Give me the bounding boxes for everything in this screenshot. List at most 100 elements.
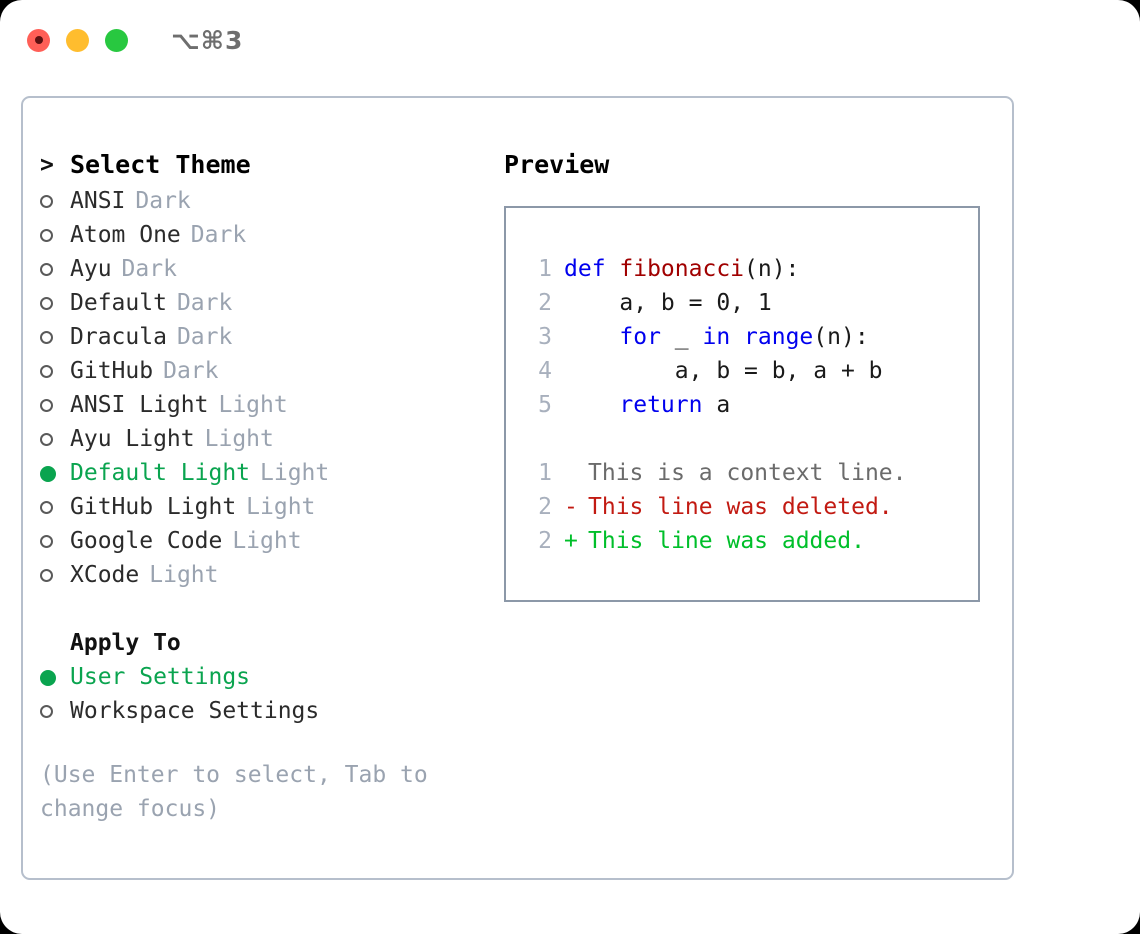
- theme-mode-tag: Light: [218, 392, 288, 418]
- code-line: 3 for _ in range(n):: [506, 320, 978, 354]
- radio-unselected-icon[interactable]: [40, 490, 70, 524]
- theme-mode-tag: Light: [149, 562, 219, 588]
- diff-text-added: +This line was added.: [564, 524, 865, 558]
- theme-mode-tag: Dark: [176, 290, 233, 316]
- radio-selected-icon[interactable]: [40, 456, 70, 490]
- code-token-plain: a, b = 0, 1: [564, 290, 772, 316]
- caret-icon: >: [40, 152, 54, 178]
- line-number: 2: [538, 528, 552, 554]
- code-token-plain: [564, 392, 619, 418]
- keyboard-shortcut-label: ⌥⌘3: [171, 25, 244, 55]
- radio-unselected-icon[interactable]: [40, 286, 70, 320]
- code-token-keyword: in: [702, 324, 731, 350]
- radio-unselected-icon[interactable]: [40, 558, 70, 592]
- radio-unselected-icon[interactable]: [40, 694, 70, 728]
- radio-unselected-icon[interactable]: [40, 184, 70, 218]
- radio-unselected-icon[interactable]: [40, 422, 70, 456]
- code-line: 2 a, b = 0, 1: [506, 286, 978, 320]
- radio-unselected-icon[interactable]: [40, 354, 70, 388]
- radio-selected-icon[interactable]: [40, 660, 70, 694]
- diff-line: 2-This line was deleted.: [506, 490, 978, 524]
- theme-mode-tag: Dark: [121, 256, 177, 282]
- theme-name-label: Google Code: [70, 528, 223, 554]
- line-number: 2: [538, 494, 552, 520]
- code-token-keyword: def: [564, 256, 620, 282]
- radio-unselected-icon[interactable]: [40, 218, 70, 252]
- page-title: Select Theme: [70, 150, 251, 179]
- apply-to-heading-row: Apply To: [40, 626, 490, 660]
- apply-to-option[interactable]: Workspace Settings: [40, 694, 490, 728]
- apply-to-label: User Settings: [70, 664, 251, 690]
- theme-mode-tag: Light: [232, 528, 302, 554]
- title-bar: ⌥⌘3: [0, 0, 1140, 80]
- close-button-icon[interactable]: [27, 28, 50, 52]
- diff-line-text: This is a context line.: [588, 460, 907, 486]
- theme-list-item[interactable]: GitHub Dark: [40, 354, 490, 388]
- line-number: 5: [538, 392, 552, 418]
- code-token-function: fibonacci: [619, 256, 745, 282]
- code-token-keyword: for: [619, 324, 661, 350]
- theme-name-label: Default: [70, 290, 167, 316]
- theme-name-label: GitHub: [70, 358, 154, 384]
- line-number: 1: [538, 256, 552, 282]
- code-line: 5 return a: [506, 388, 978, 422]
- code-text: return a: [564, 388, 730, 422]
- theme-name-label: Ayu: [70, 256, 112, 282]
- diff-gap: [506, 422, 978, 456]
- section-spacer: [40, 592, 490, 626]
- diff-sign: -: [564, 494, 578, 520]
- theme-name-label: XCode: [70, 562, 140, 588]
- select-theme-title-row: > Select Theme: [40, 146, 490, 184]
- maximize-button-icon[interactable]: [105, 28, 128, 52]
- code-token-plain: [730, 324, 744, 350]
- theme-list-item[interactable]: Dracula Dark: [40, 320, 490, 354]
- apply-to-heading: Apply To: [70, 630, 181, 656]
- diff-line-text: This line was added.: [588, 528, 865, 554]
- code-token-plain: _: [660, 324, 703, 350]
- radio-unselected-icon[interactable]: [40, 524, 70, 558]
- code-token-plain: [564, 324, 619, 350]
- code-text: a, b = b, a + b: [564, 354, 883, 388]
- diff-line: 1 This is a context line.: [506, 456, 978, 490]
- theme-name-label: GitHub Light: [70, 494, 237, 520]
- theme-name-label: ANSI: [70, 188, 126, 214]
- code-token-plain: a, b = b, a + b: [564, 358, 883, 384]
- theme-list-item[interactable]: XCode Light: [40, 558, 490, 592]
- theme-list-item[interactable]: Default Dark: [40, 286, 490, 320]
- theme-list-item[interactable]: Google Code Light: [40, 524, 490, 558]
- code-text: for _ in range(n):: [564, 320, 869, 354]
- line-number: 4: [538, 358, 552, 384]
- diff-line: 2 +This line was added.: [506, 524, 978, 558]
- apply-to-option[interactable]: User Settings: [40, 660, 490, 694]
- radio-unselected-icon[interactable]: [40, 388, 70, 422]
- code-text: a, b = 0, 1: [564, 286, 772, 320]
- theme-mode-tag: Light: [204, 426, 274, 452]
- theme-name-label: Atom One: [70, 222, 181, 248]
- code-token-plain: (n):: [813, 324, 869, 350]
- theme-mode-tag: Dark: [163, 358, 219, 384]
- radio-unselected-icon[interactable]: [40, 252, 70, 286]
- theme-list-item[interactable]: Ayu Dark: [40, 252, 490, 286]
- radio-unselected-icon[interactable]: [40, 320, 70, 354]
- diff-line-text: This line was deleted.: [588, 494, 893, 520]
- code-token-plain: (n):: [744, 256, 800, 282]
- line-number: 1: [538, 460, 552, 486]
- theme-name-label: Default Light: [70, 460, 251, 486]
- theme-mode-tag: Dark: [176, 324, 233, 350]
- minimize-button-icon[interactable]: [66, 28, 89, 52]
- window-controls: [27, 28, 128, 52]
- theme-name-label: Dracula: [70, 324, 167, 350]
